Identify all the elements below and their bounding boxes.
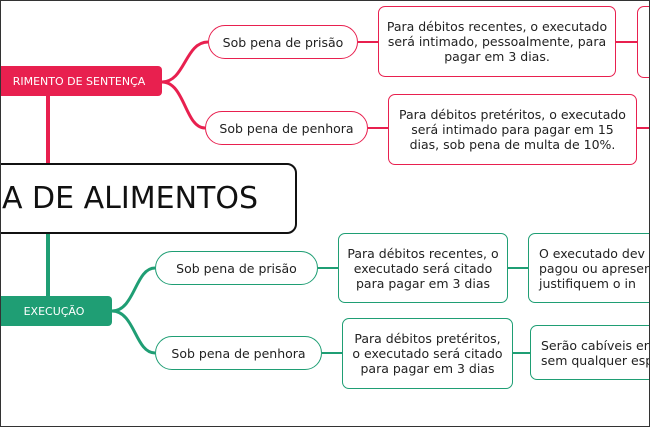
bottom-extra-prisao: O executado dev pagou ou apresen justifi…	[528, 233, 650, 303]
bottom-detail-prisao-text: Para débitos recentes, o executado será …	[347, 245, 499, 291]
bottom-detail-penhora-text: Para débitos pretéritos, o executado ser…	[352, 331, 503, 376]
bottom-extra-penhora-text: Serão cabíveis er sem qualquer esp	[541, 337, 650, 368]
bottom-detail-prisao: Para débitos recentes, o executado será …	[338, 233, 508, 303]
bottom-oval-prisao-label: Sob pena de prisão	[176, 260, 297, 276]
top-detail-prisao: Para débitos recentes, o executado será …	[378, 6, 616, 77]
bottom-extra-penhora: Serão cabíveis er sem qualquer esp	[530, 325, 650, 380]
connector-top-to-prisao	[161, 40, 209, 84]
branch-pill-bottom: EXECUÇÃO	[0, 296, 112, 326]
top-oval-prisao-label: Sob pena de prisão	[222, 34, 344, 50]
top-detail-penhora-text: Para débitos pretéritos, o executado ser…	[399, 107, 626, 152]
connector-bottom-to-penhora	[111, 309, 156, 355]
bottom-oval-prisao: Sob pena de prisão	[155, 251, 318, 285]
central-title: A DE ALIMENTOS	[2, 181, 258, 216]
top-detail-penhora: Para débitos pretéritos, o executado ser…	[388, 94, 637, 165]
connector-bottom-to-prisao	[111, 266, 156, 313]
bottom-oval-penhora: Sob pena de penhora	[155, 336, 322, 370]
top-oval-penhora: Sob pena de penhora	[205, 111, 368, 145]
top-detail-prisao-text: Para débitos recentes, o executado será …	[386, 19, 608, 64]
branch-label-bottom: EXECUÇÃO	[23, 304, 85, 318]
bottom-oval-penhora-label: Sob pena de penhora	[171, 345, 306, 361]
top-oval-penhora-label: Sob pena de penhora	[219, 120, 354, 136]
top-extra-box	[637, 6, 650, 78]
branch-pill-top: RIMENTO DE SENTENÇA	[0, 66, 162, 96]
connector-top-to-penhora	[161, 80, 206, 130]
central-node: A DE ALIMENTOS	[0, 163, 297, 234]
branch-label-top: RIMENTO DE SENTENÇA	[12, 74, 146, 88]
bottom-extra-prisao-text: O executado dev pagou ou apresen justifi…	[539, 245, 650, 291]
top-oval-prisao: Sob pena de prisão	[208, 25, 358, 59]
bottom-detail-penhora: Para débitos pretéritos, o executado ser…	[342, 318, 513, 389]
